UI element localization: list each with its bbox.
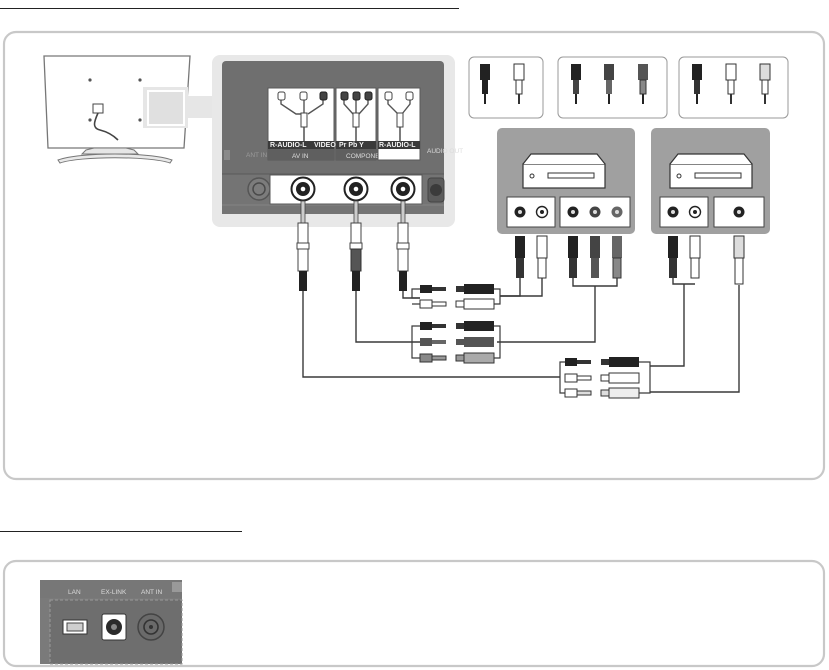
rca-plug-icon [571,64,581,104]
composite-device-panel [651,128,770,234]
tv-input-plugs [296,200,410,291]
ex-link-port[interactable] [101,613,127,641]
video-label-box [314,141,334,149]
rca-plug-icon [692,64,702,104]
av-audio-label: R-AUDIO-L [270,142,307,149]
dvd-player-icon [669,153,753,189]
composite-coupler [559,357,651,399]
ant-in-label: ANT IN [246,152,267,159]
component-device-panel [497,128,635,234]
video-label: VIDEO [314,142,336,149]
av-in-label: AV IN [292,153,309,160]
av-in-jack-left[interactable] [290,176,316,202]
av-in-jack-mid[interactable] [343,176,369,202]
ex-link-label: EX-LINK [101,589,127,596]
av-in-jack-right[interactable] [390,176,416,202]
rca-plug-icon [480,64,490,104]
component-audio-label: R-AUDIO-L [379,142,416,149]
component-label: Pr Pb Y [339,142,364,149]
rca-plug-icon [725,63,737,104]
section-2-heading-rule [0,531,242,532]
dvd-player-icon [522,153,606,189]
network-panel: LAN EX-LINK ANT IN [40,580,183,665]
rca-plug-icon [638,64,648,104]
network-frame [2,559,826,668]
lan-label: LAN [68,589,81,596]
plug-set-composite [678,56,789,119]
rca-plug-icon [513,63,525,104]
audio-coupler [411,284,501,310]
audio-out-label: AUDIO OUT [427,148,463,155]
component-audio-adaptor: R-AUDIO-L [377,87,421,161]
component-in-label: COMPONENT IN [346,153,397,160]
audio-out-port[interactable] [427,177,445,203]
lan-port[interactable] [62,619,88,635]
ant-in-label-2: ANT IN [141,589,162,596]
plug-set-audio [468,56,544,119]
rca-plug-icon [759,63,771,104]
ant-in-port[interactable] [247,177,271,201]
component-coupler [411,321,501,364]
cables [302,278,740,393]
ant-in-port-2[interactable] [137,613,165,641]
tv-back-panel: ANT IN AUDIO OUT [212,55,463,227]
rca-plug-icon [604,64,614,104]
plug-set-component [557,56,668,119]
av-in-adaptor: R-AUDIO-L AV IN [267,87,335,161]
zoom-marker [147,90,185,126]
device-output-plugs [515,235,745,285]
section-1-heading-rule [0,8,459,9]
